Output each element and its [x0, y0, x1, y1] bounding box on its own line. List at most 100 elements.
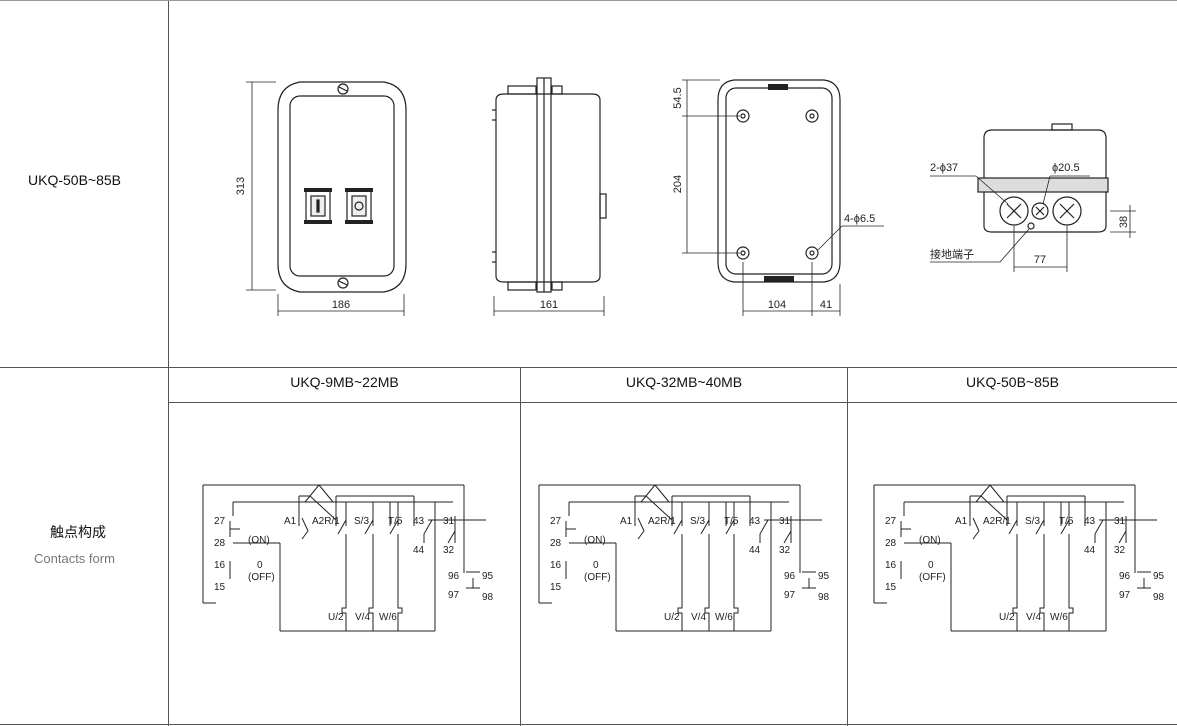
label-off: (OFF)	[919, 572, 946, 583]
term-98: 98	[818, 592, 830, 603]
term-96: 96	[784, 571, 796, 582]
term-28: 28	[214, 538, 226, 549]
dimension-drawings: 313 186 161	[235, 77, 1136, 316]
side-view	[492, 77, 607, 293]
column-title-3: UKQ-50B~85B	[966, 374, 1059, 390]
term-u2: U/2	[328, 612, 344, 623]
dim-back-holes: 4-ϕ6.5	[844, 213, 875, 225]
term-31: 31	[779, 516, 791, 527]
term-44: 44	[413, 545, 425, 556]
term-a2r1: A2R/1	[648, 516, 676, 527]
term-43: 43	[749, 516, 761, 527]
dim-side-width: 161	[540, 299, 558, 311]
term-16: 16	[550, 560, 562, 571]
term-44: 44	[749, 545, 761, 556]
term-97: 97	[448, 590, 460, 601]
contact-diagram-2: 27 28 16 15 (ON) 0 (OFF) A1 A2R/1 S/3 T/…	[538, 484, 830, 632]
term-a1: A1	[620, 516, 633, 527]
term-w6: W/6	[715, 612, 733, 623]
term-16: 16	[214, 560, 226, 571]
term-15: 15	[885, 582, 897, 593]
column-title-1: UKQ-9MB~22MB	[290, 374, 399, 390]
term-a2r1: A2R/1	[312, 516, 340, 527]
table-border-left	[168, 0, 169, 726]
contact-diagram-3: 27 28 16 15 (ON) 0 (OFF) A1 A2R/1 S/3 T/…	[873, 484, 1165, 632]
contacts-label-cn: 触点构成	[50, 524, 106, 540]
term-w6: W/6	[379, 612, 397, 623]
term-v4: V/4	[355, 612, 370, 623]
term-t5: T/5	[388, 516, 403, 527]
term-28: 28	[550, 538, 562, 549]
term-95: 95	[818, 571, 830, 582]
term-27: 27	[550, 516, 562, 527]
term-s3: S/3	[354, 516, 369, 527]
term-27: 27	[885, 516, 897, 527]
term-a2r1: A2R/1	[983, 516, 1011, 527]
term-a1: A1	[284, 516, 297, 527]
contacts-label-en: Contacts form	[34, 551, 115, 566]
label-on: (ON)	[919, 535, 941, 546]
term-u2: U/2	[664, 612, 680, 623]
term-w6: W/6	[1050, 612, 1068, 623]
label-on: (ON)	[584, 535, 606, 546]
term-95: 95	[482, 571, 494, 582]
label-off: (OFF)	[584, 572, 611, 583]
column-divider-2	[847, 367, 848, 726]
term-32: 32	[1114, 545, 1126, 556]
row-divider	[0, 367, 1177, 368]
term-32: 32	[779, 545, 791, 556]
model-label: UKQ-50B~85B	[28, 172, 121, 188]
term-15: 15	[214, 582, 226, 593]
label-off-num: 0	[928, 560, 934, 571]
column-divider-1	[520, 367, 521, 726]
term-16: 16	[885, 560, 897, 571]
term-97: 97	[1119, 590, 1131, 601]
term-v4: V/4	[1026, 612, 1041, 623]
ground-terminal-label: 接地端子	[930, 248, 974, 261]
dim-bottom-spacing: 77	[1034, 254, 1046, 266]
table-border-bottom	[0, 724, 1177, 725]
dim-back-mid: 204	[672, 175, 684, 193]
dim-back-edge: 41	[820, 299, 832, 311]
column-title-2: UKQ-32MB~40MB	[625, 374, 743, 390]
term-t5: T/5	[724, 516, 739, 527]
contact-diagram-1: 27 28 16 15 (ON) 0 (OFF) A1 A2R/1 S/3 T/…	[202, 484, 494, 632]
term-32: 32	[443, 545, 455, 556]
term-27: 27	[214, 516, 226, 527]
dim-bottom-height: 38	[1118, 216, 1130, 228]
term-43: 43	[413, 516, 425, 527]
term-28: 28	[885, 538, 897, 549]
front-dimensions	[246, 81, 405, 316]
table-border-top	[0, 0, 1177, 1]
term-96: 96	[448, 571, 460, 582]
bottom-view	[977, 123, 1109, 233]
label-off-num: 0	[593, 560, 599, 571]
term-15: 15	[550, 582, 562, 593]
term-44: 44	[1084, 545, 1096, 556]
term-s3: S/3	[690, 516, 705, 527]
contact-diagrams: 27 28 16 15 (ON) 0 (OFF) A1 A2R/1 S/3 T/…	[202, 484, 1165, 632]
label-on: (ON)	[248, 535, 270, 546]
term-t5: T/5	[1059, 516, 1074, 527]
dim-bottom-small-hole: ϕ20.5	[1052, 162, 1080, 174]
term-a1: A1	[955, 516, 968, 527]
term-98: 98	[482, 592, 494, 603]
back-dimensions	[682, 79, 884, 316]
term-98: 98	[1153, 592, 1165, 603]
term-43: 43	[1084, 516, 1096, 527]
term-95: 95	[1153, 571, 1165, 582]
side-dimensions	[493, 296, 605, 316]
term-31: 31	[443, 516, 455, 527]
term-96: 96	[1119, 571, 1131, 582]
dim-back-spacing: 104	[768, 299, 786, 311]
term-31: 31	[1114, 516, 1126, 527]
term-u2: U/2	[999, 612, 1015, 623]
bottom-dimensions	[930, 175, 1136, 272]
back-view	[717, 79, 841, 283]
dim-bottom-big-holes: 2-ϕ37	[930, 162, 958, 174]
front-view	[277, 81, 407, 293]
term-s3: S/3	[1025, 516, 1040, 527]
label-off: (OFF)	[248, 572, 275, 583]
dim-front-width: 186	[332, 299, 350, 311]
term-97: 97	[784, 590, 796, 601]
